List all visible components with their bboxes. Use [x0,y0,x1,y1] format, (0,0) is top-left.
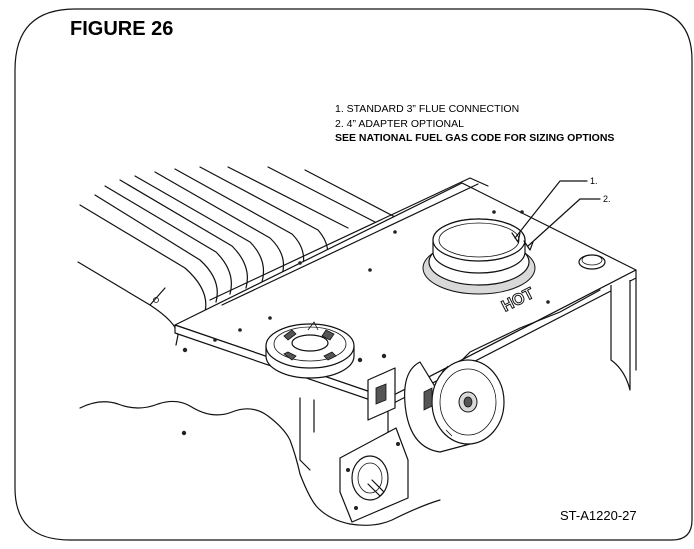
cabinet-body [299,277,637,476]
plug-cap [578,254,606,270]
figure-title: FIGURE 26 [70,18,173,40]
drawing-code: ST-A1220-27 [560,508,637,523]
break-line [79,400,441,526]
callouts [511,180,601,251]
heat-exchanger-fins [77,166,396,346]
note-2: 2. 4” ADAPTER OPTIONAL [335,118,464,130]
callout-2: 2. [603,194,611,204]
top-plate [174,177,637,407]
gas-valve [339,427,409,523]
blower-motor [404,359,505,453]
note-1: 1. STANDARD 3” FLUE CONNECTION [335,103,519,115]
callout-1: 1. [590,176,598,186]
burner-port [265,321,355,379]
figure-frame [14,8,693,541]
note-sizing: SEE NATIONAL FUEL GAS CODE FOR SIZING OP… [335,132,614,144]
flue-connection [422,218,536,295]
